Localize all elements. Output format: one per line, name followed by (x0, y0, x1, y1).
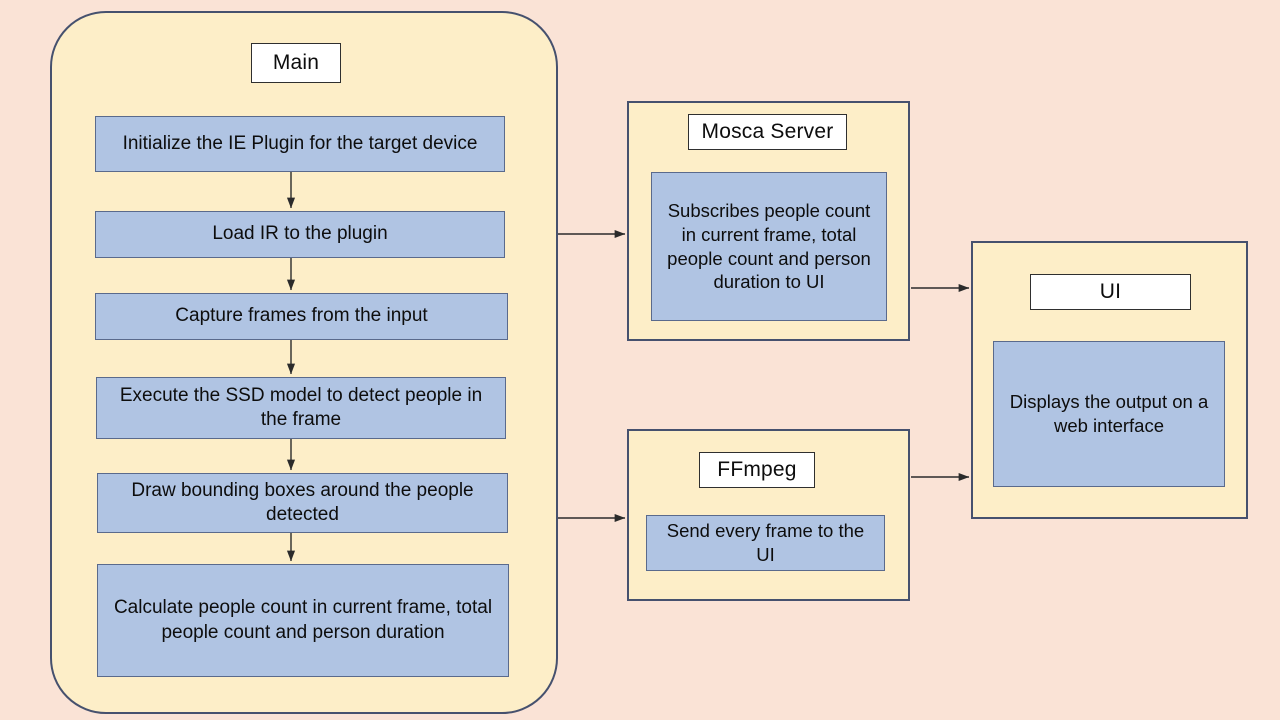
node-execute-ssd[interactable]: Execute the SSD model to detect people i… (96, 377, 506, 439)
node-init-ie-plugin[interactable]: Initialize the IE Plugin for the target … (95, 116, 505, 172)
group-ffmpeg-title: FFmpeg (699, 452, 815, 488)
node-subscribe-counts[interactable]: Subscribes people count in current frame… (651, 172, 887, 321)
node-capture-frames[interactable]: Capture frames from the input (95, 293, 508, 340)
group-main-title: Main (251, 43, 341, 83)
node-send-frames[interactable]: Send every frame to the UI (646, 515, 885, 571)
node-load-ir[interactable]: Load IR to the plugin (95, 211, 505, 258)
node-display-output[interactable]: Displays the output on a web interface (993, 341, 1225, 487)
group-ui-title: UI (1030, 274, 1191, 310)
node-draw-boxes[interactable]: Draw bounding boxes around the people de… (97, 473, 508, 533)
group-mosca-server-title: Mosca Server (688, 114, 847, 150)
node-calculate-counts[interactable]: Calculate people count in current frame,… (97, 564, 509, 677)
